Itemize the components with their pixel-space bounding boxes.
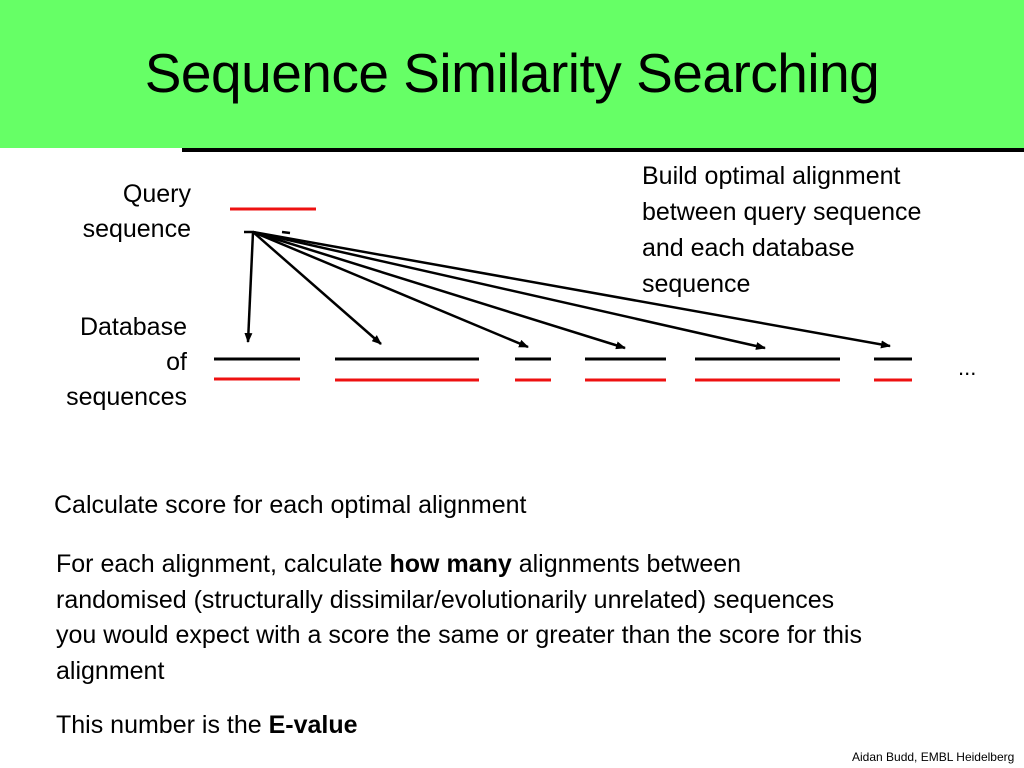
arrow-to-sequence-3	[252, 230, 529, 349]
arrow-to-sequence-5	[252, 230, 766, 350]
query-sequence-label: Query sequence	[82, 180, 191, 243]
calculate-score-text: Calculate score for each optimal alignme…	[54, 491, 527, 519]
how-many-emphasis: how many	[389, 550, 512, 578]
database-sequences	[214, 357, 912, 382]
alignment-arrows	[244, 230, 891, 350]
database-label: Database of sequences	[66, 313, 187, 411]
title-divider	[182, 148, 1024, 152]
arrow-to-sequence-4	[252, 230, 626, 350]
arrow-to-sequence-6	[252, 230, 891, 349]
title-bar	[0, 0, 1024, 148]
build-alignment-note: Build optimal alignment between query se…	[642, 162, 922, 298]
expected-alignments-paragraph: For each alignment, calculate how many a…	[56, 550, 862, 685]
page-title: Sequence Similarity Searching	[144, 42, 880, 104]
author-credit: Aidan Budd, EMBL Heidelberg	[852, 750, 1015, 764]
arrow-to-sequence-2	[252, 231, 382, 345]
arrow-to-sequence-1	[244, 231, 255, 343]
arrow-stub-right	[281, 230, 291, 235]
evalue-emphasis: E-value	[268, 711, 358, 739]
evalue-definition: This number is the E-value	[56, 711, 358, 739]
more-sequences-ellipsis: ...	[958, 355, 977, 380]
